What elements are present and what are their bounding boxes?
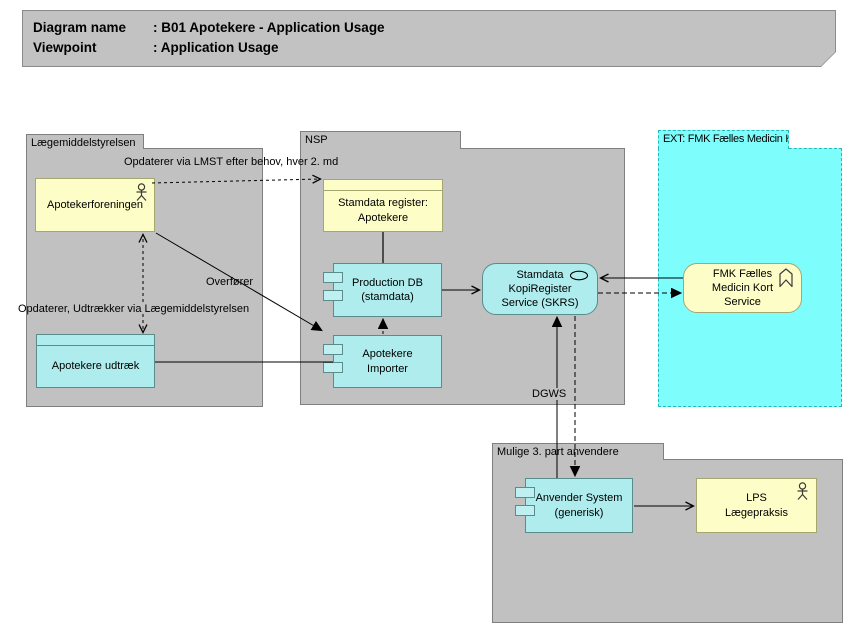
function-arrow-icon xyxy=(779,268,793,288)
title-value: B01 Apotekere - Application Usage xyxy=(161,20,385,35)
title-label: Viewpoint xyxy=(33,40,97,55)
title-label: Diagram name xyxy=(33,20,127,35)
actor-icon xyxy=(136,183,147,201)
node-label: Production DB (stamdata) xyxy=(352,276,423,303)
edge-label-dgws: DGWS xyxy=(530,388,569,400)
node-skrs-service[interactable]: Stamdata KopiRegister Service (SKRS) xyxy=(482,263,598,315)
group-tab-mulige-3-part[interactable]: Mulige 3. part anvendere xyxy=(492,443,664,460)
node-apotekerforeningen[interactable]: Apotekerforeningen xyxy=(35,178,155,232)
group-tab-nsp[interactable]: NSP xyxy=(300,131,461,149)
node-stamdata-register[interactable]: Stamdata register: Apotekere xyxy=(323,179,443,232)
node-lps-laegepraksis[interactable]: LPS Lægepraksis xyxy=(696,478,817,533)
service-oval-icon xyxy=(569,270,589,281)
node-production-db[interactable]: Production DB (stamdata) xyxy=(323,263,442,317)
edge-label-udtraekker: Opdaterer, Udtrækker via Lægemiddelstyre… xyxy=(18,303,250,315)
title-value: Application Usage xyxy=(160,40,279,55)
title-sep: : xyxy=(153,40,158,55)
component-tab-icon xyxy=(515,505,535,516)
title-sep: : xyxy=(153,20,158,35)
edge-label-lmst: Opdaterer via LMST efter behov, hver 2. … xyxy=(124,156,339,168)
title-row-diagram-name: Diagram name: B01 Apotekere - Applicatio… xyxy=(33,18,825,38)
node-label: Stamdata KopiRegister Service (SKRS) xyxy=(501,268,579,310)
node-label: Stamdata register: Apotekere xyxy=(338,197,428,224)
node-label: Apotekerforeningen xyxy=(46,198,143,211)
node-label: Anvender System (generisk) xyxy=(535,492,623,519)
component-tab-icon xyxy=(323,272,343,283)
group-tab-laegemiddelstyrelsen[interactable]: Lægemiddelstyrelsen xyxy=(26,134,144,149)
group-tab-ext-fmk[interactable]: EXT: FMK Fælles Medicin Kort xyxy=(658,130,789,149)
node-label: Apotekere udtræk xyxy=(51,359,140,372)
actor-icon xyxy=(797,482,808,500)
node-apotekere-importer[interactable]: Apotekere Importer xyxy=(323,335,442,388)
edge-label-overfoerer: Overfører xyxy=(206,276,254,288)
node-label: FMK Fælles Medicin Kort Service xyxy=(711,267,774,309)
node-anvender-system[interactable]: Anvender System (generisk) xyxy=(515,478,633,533)
diagram-title-text: Diagram name: B01 Apotekere - Applicatio… xyxy=(23,11,835,66)
node-apotekere-udtraek[interactable]: Apotekere udtræk xyxy=(36,334,155,388)
title-row-viewpoint: Viewpoint: Application Usage xyxy=(33,38,825,58)
node-label: LPS Lægepraksis xyxy=(725,492,788,519)
component-tab-icon xyxy=(515,487,535,498)
component-tab-icon xyxy=(323,362,343,373)
node-fmk-service[interactable]: FMK Fælles Medicin Kort Service xyxy=(683,263,802,313)
node-label: Apotekere Importer xyxy=(362,348,413,375)
component-tab-icon xyxy=(323,344,343,355)
component-tab-icon xyxy=(323,290,343,301)
diagram-title-note: Diagram name: B01 Apotekere - Applicatio… xyxy=(22,10,836,67)
